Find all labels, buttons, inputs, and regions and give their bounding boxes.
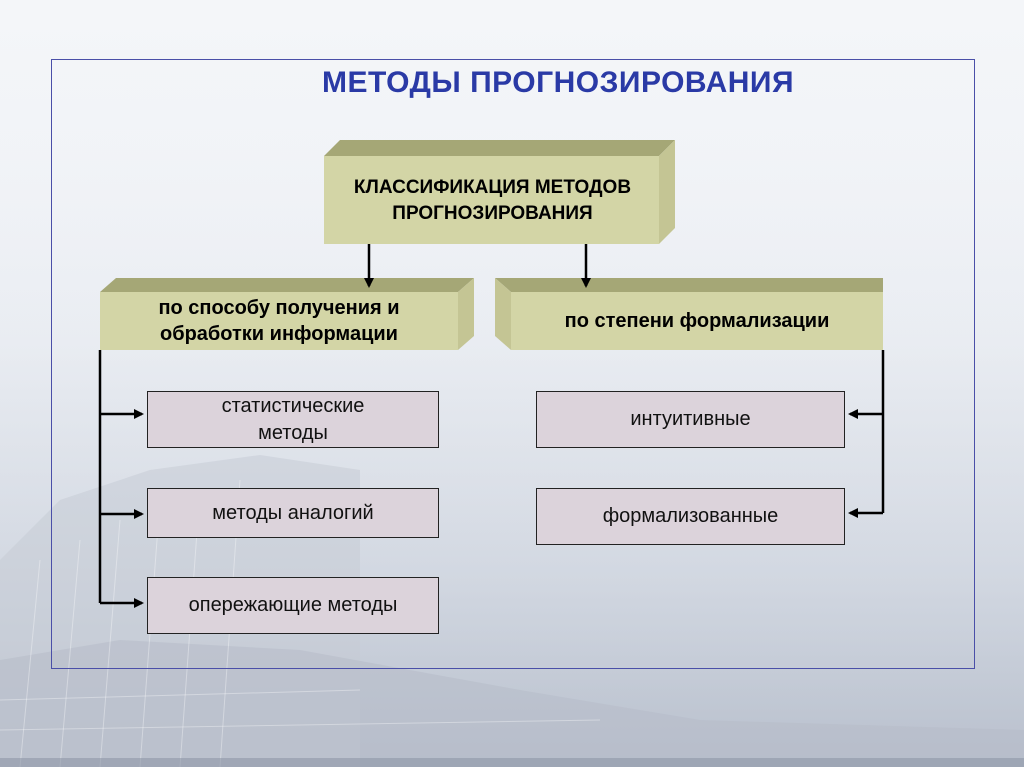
leaf-statistical-methods: статистические методы bbox=[147, 391, 439, 448]
root-label: КЛАССИФИКАЦИЯ МЕТОДОВ ПРОГНОЗИРОВАНИЯ bbox=[353, 177, 632, 224]
leaf-formalized: формализованные bbox=[536, 488, 845, 545]
right-connector bbox=[848, 350, 885, 518]
left-connector bbox=[98, 350, 144, 608]
branch-box-left bbox=[100, 278, 474, 350]
content-frame bbox=[51, 59, 975, 669]
branch-left-label: по способу получения и обработки информа… bbox=[158, 297, 400, 345]
leaf-leading-methods: опережающие методы bbox=[147, 577, 439, 634]
leaf-analogy-methods: методы аналогий bbox=[147, 488, 439, 538]
page-title: МЕТОДЫ ПРОГНОЗИРОВАНИЯ bbox=[322, 66, 795, 99]
branch-right-label: по степени формализации bbox=[564, 309, 830, 332]
leaf-intuitive: интуитивные bbox=[536, 391, 845, 448]
root-box bbox=[324, 140, 675, 244]
branch-box-right bbox=[495, 278, 883, 350]
